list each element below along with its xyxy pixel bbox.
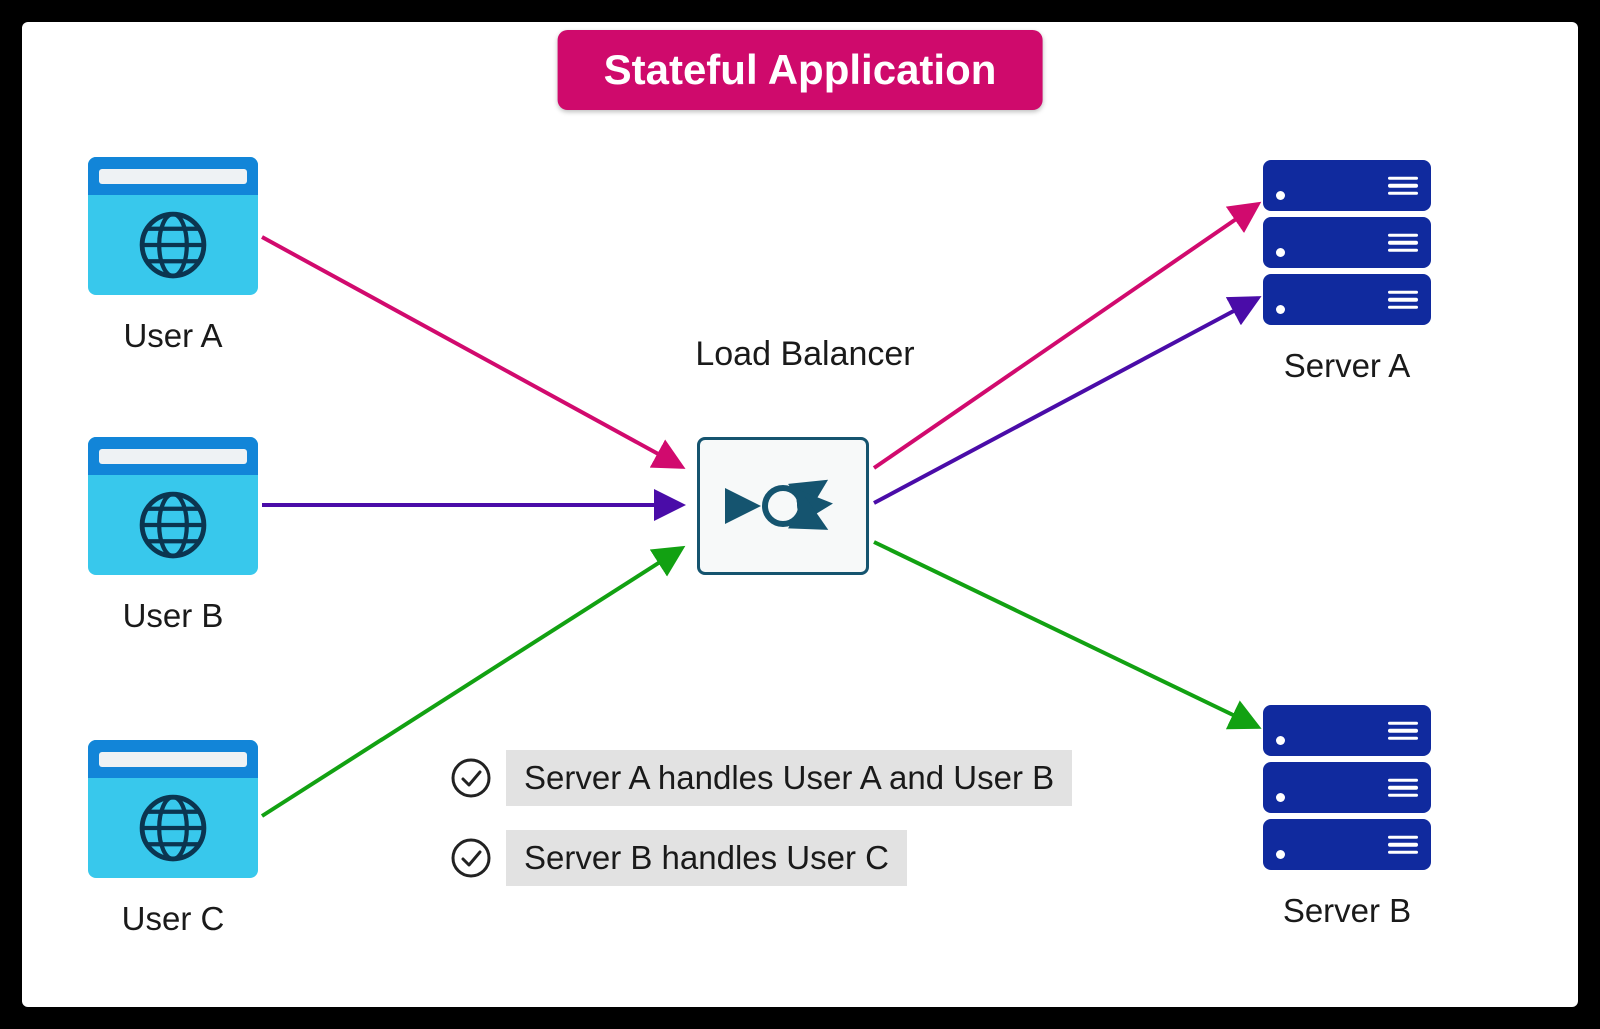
server-vents (1388, 721, 1418, 740)
server-unit (1263, 274, 1431, 325)
note-text: Server B handles User C (506, 830, 907, 886)
server-led (1276, 305, 1285, 314)
load-balancer-icon (725, 479, 833, 530)
server-unit (1263, 217, 1431, 268)
diagram-title: Stateful Application (557, 30, 1043, 110)
note-server-b: Server B handles User C (450, 830, 907, 886)
user-a-browser-icon (88, 157, 258, 295)
browser-title-bar (88, 437, 258, 475)
user-b-label: User B (122, 597, 224, 634)
server-vents (1388, 176, 1418, 195)
browser-body (88, 195, 258, 295)
server-vents (1388, 835, 1418, 854)
server-vents (1388, 233, 1418, 252)
server-b-icon (1263, 705, 1431, 876)
server-unit (1263, 160, 1431, 211)
globe-icon (139, 794, 207, 862)
server-vents (1388, 290, 1418, 309)
server-a-label: Server A (1283, 347, 1411, 384)
arrow-user-a-to-lb (261, 235, 686, 469)
server-led (1276, 850, 1285, 859)
user-c-browser-icon (88, 740, 258, 878)
user-c-label: User C (121, 900, 225, 937)
browser-address-bar (99, 448, 247, 464)
server-led (1276, 793, 1285, 802)
arrow-lb-to-server-a-1 (872, 201, 1262, 470)
note-server-a: Server A handles User A and User B (450, 750, 1073, 806)
user-b-browser-icon (88, 437, 258, 575)
server-unit (1263, 762, 1431, 813)
browser-address-bar (99, 168, 247, 184)
server-led (1276, 191, 1285, 200)
server-b-label: Server B (1282, 892, 1412, 929)
browser-address-bar (99, 751, 247, 767)
server-unit (1263, 705, 1431, 756)
server-a-icon (1263, 160, 1431, 331)
browser-body (88, 778, 258, 878)
globe-icon (139, 491, 207, 559)
server-led (1276, 736, 1285, 745)
note-text: Server A handles User A and User B (506, 750, 1073, 806)
server-vents (1388, 778, 1418, 797)
check-icon (451, 838, 491, 878)
browser-body (88, 475, 258, 575)
user-a-label: User A (123, 317, 223, 354)
globe-icon (139, 211, 207, 279)
browser-title-bar (88, 740, 258, 778)
load-balancer-node (697, 437, 869, 575)
check-icon (451, 758, 491, 798)
arrow-lb-to-server-a-2 (873, 296, 1262, 505)
load-balancer-label: Load Balancer (695, 335, 915, 373)
arrow-lb-to-server-b (873, 540, 1262, 730)
diagram-canvas: Stateful Application (22, 22, 1578, 1007)
server-unit (1263, 819, 1431, 870)
server-led (1276, 248, 1285, 257)
browser-title-bar (88, 157, 258, 195)
